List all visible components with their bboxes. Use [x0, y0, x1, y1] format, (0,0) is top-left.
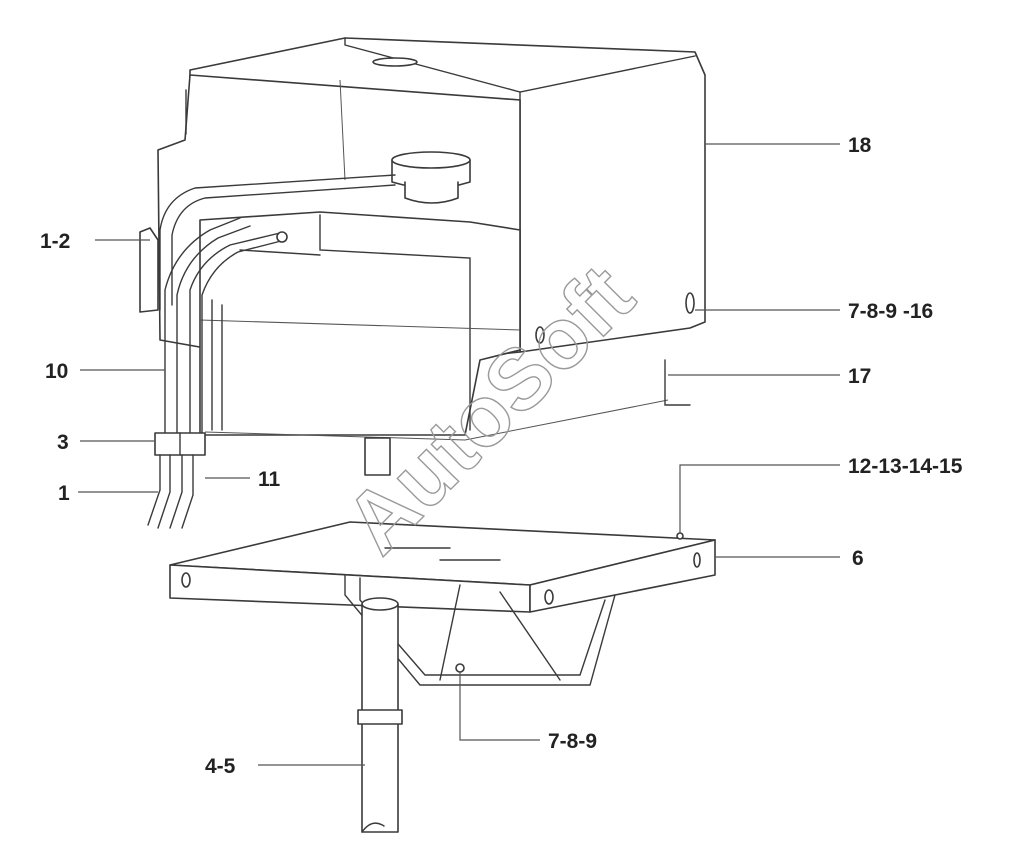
mounting-plate: [169, 521, 716, 613]
leader-lines: [78, 143, 840, 766]
callout-7-8-9: 7-8-9: [548, 730, 597, 753]
callout-labels: 18 1-2 7-8-9 -16 17 10 3 11 1 12-13-14-1…: [40, 134, 963, 778]
callout-10: 10: [45, 360, 68, 383]
callout-6: 6: [852, 547, 864, 570]
callout-12-13-14-15: 12-13-14-15: [848, 455, 963, 478]
support-frame: [344, 574, 616, 686]
callout-18: 18: [848, 134, 872, 157]
mounting-post: [357, 597, 403, 833]
callout-17: 17: [848, 365, 871, 388]
tank-cap: [391, 151, 471, 204]
callout-1: 1: [58, 482, 70, 505]
fuel-pipes: [139, 174, 396, 441]
callout-11: 11: [258, 468, 281, 491]
pipe-clamp: [154, 432, 206, 456]
pipe-outlets: [147, 454, 194, 529]
callout-1-2: 1-2: [40, 230, 70, 253]
callout-3: 3: [57, 431, 69, 454]
bracket-17: [204, 292, 695, 476]
callout-4-5: 4-5: [205, 755, 236, 778]
callout-7-8-9-16: 7-8-9 -16: [848, 300, 933, 323]
fuel-tank: [199, 211, 545, 436]
